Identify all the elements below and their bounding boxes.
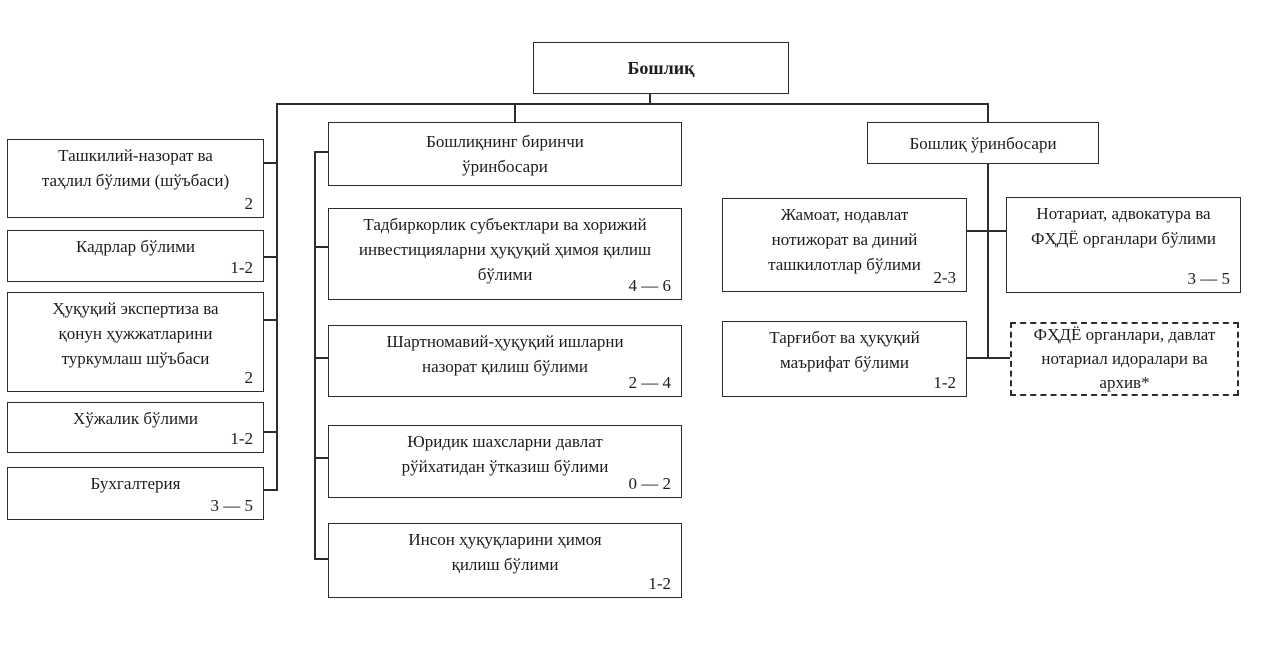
staff-count: 2-3 bbox=[933, 268, 956, 287]
org-box-personnel: Кадрлар бўлими 1-2 bbox=[7, 230, 264, 282]
org-box-label: Тадбиркорлик субъектлари ва хорижий инве… bbox=[358, 215, 652, 284]
org-box-economic: Хўжалик бўлими 1-2 bbox=[7, 402, 264, 453]
connector-mid-spine bbox=[314, 151, 316, 560]
org-box-label: Юридик шахсларни давлат рўйхатидан ўтказ… bbox=[401, 432, 609, 476]
org-box-civil-registry-archive: ФҲДЁ органлари, давлат нотариал идоралар… bbox=[1010, 322, 1239, 396]
org-box-label: Инсон ҳуқуқларини ҳимоя қилиш бўлими bbox=[408, 530, 602, 574]
connector-mid-stub-0 bbox=[314, 151, 330, 153]
org-box-notary-advocacy: Нотариат, адвокатура ва ФҲДЁ органлари б… bbox=[1006, 197, 1241, 293]
connector-right-spine bbox=[987, 162, 989, 359]
org-box-label: Кадрлар бўлими bbox=[76, 237, 195, 256]
org-box-first-deputy: Бошлиқнинг биринчи ўринбосари bbox=[328, 122, 682, 186]
org-box-label: Тарғибот ва ҳуқуқий маърифат бўлими bbox=[769, 328, 920, 372]
connector-mid-stub-1 bbox=[314, 246, 330, 248]
org-box-label: Жамоат, нодавлат нотижорат ва диний ташк… bbox=[768, 205, 921, 274]
connector-right-cross-1 bbox=[966, 230, 1007, 232]
connector-mid-stub-3 bbox=[314, 457, 330, 459]
staff-count: 4 — 6 bbox=[628, 276, 672, 295]
org-box-label: Ташкилий-назорат ва таҳлил бўлими (шўъба… bbox=[41, 146, 230, 190]
org-box-chief: Бошлиқ bbox=[533, 42, 789, 94]
org-box-label: Бухгалтерия bbox=[90, 474, 181, 493]
connector-left-stub-5 bbox=[263, 489, 278, 491]
connector-mid-drop bbox=[514, 103, 516, 122]
connector-root-drop bbox=[649, 93, 651, 105]
connector-main-horizontal bbox=[276, 103, 989, 105]
org-box-label: Бошлиқнинг биринчи ўринбосари bbox=[426, 132, 584, 176]
connector-left-stub-3 bbox=[263, 319, 278, 321]
staff-count: 1-2 bbox=[230, 429, 253, 448]
staff-count: 1-2 bbox=[933, 373, 956, 392]
staff-count: 2 bbox=[244, 368, 254, 387]
org-box-deputy: Бошлиқ ўринбосари bbox=[867, 122, 1099, 164]
org-box-human-rights: Инсон ҳуқуқларини ҳимоя қилиш бўлими 1-2 bbox=[328, 523, 682, 598]
org-box-label: Шартномавий-ҳуқуқий ишларни назорат қили… bbox=[386, 332, 624, 376]
connector-right-cross-2 bbox=[966, 357, 1011, 359]
org-box-legal-education: Тарғибот ва ҳуқуқий маърифат бўлими 1-2 bbox=[722, 321, 967, 397]
org-box-legal-entities-registration: Юридик шахсларни давлат рўйхатидан ўтказ… bbox=[328, 425, 682, 498]
connector-right-drop bbox=[987, 103, 989, 122]
staff-count: 3 — 5 bbox=[210, 496, 254, 515]
connector-mid-stub-4 bbox=[314, 558, 330, 560]
staff-count: 1-2 bbox=[230, 258, 253, 277]
org-box-label: Хўжалик бўлими bbox=[73, 409, 198, 428]
org-box-label: ФҲДЁ органлари, давлат нотариал идоралар… bbox=[1033, 325, 1216, 392]
org-box-label: Бошлиқ bbox=[627, 57, 695, 78]
connector-left-stub-4 bbox=[263, 431, 278, 433]
staff-count: 0 — 2 bbox=[628, 474, 672, 493]
org-box-contract-legal: Шартномавий-ҳуқуқий ишларни назорат қили… bbox=[328, 325, 682, 397]
staff-count: 1-2 bbox=[648, 574, 671, 593]
connector-left-stub-1 bbox=[263, 162, 278, 164]
staff-count: 3 — 5 bbox=[1187, 269, 1231, 288]
org-box-organizational-control: Ташкилий-назорат ва таҳлил бўлими (шўъба… bbox=[7, 139, 264, 218]
org-box-label: Нотариат, адвокатура ва ФҲДЁ органлари б… bbox=[1030, 204, 1217, 248]
org-box-label: Бошлиқ ўринбосари bbox=[909, 133, 1057, 153]
staff-count: 2 — 4 bbox=[628, 373, 672, 392]
org-box-entrepreneurship: Тадбиркорлик субъектлари ва хорижий инве… bbox=[328, 208, 682, 300]
connector-left-stub-2 bbox=[263, 256, 278, 258]
org-box-accounting: Бухгалтерия 3 — 5 bbox=[7, 467, 264, 520]
org-box-label: Ҳуқуқий экспертиза ва қонун ҳужжатларини… bbox=[52, 299, 219, 368]
connector-left-spine bbox=[276, 103, 278, 491]
org-box-public-organizations: Жамоат, нодавлат нотижорат ва диний ташк… bbox=[722, 198, 967, 292]
staff-count: 2 bbox=[244, 194, 254, 213]
org-box-legal-expertise: Ҳуқуқий экспертиза ва қонун ҳужжатларини… bbox=[7, 292, 264, 392]
connector-mid-stub-2 bbox=[314, 357, 330, 359]
